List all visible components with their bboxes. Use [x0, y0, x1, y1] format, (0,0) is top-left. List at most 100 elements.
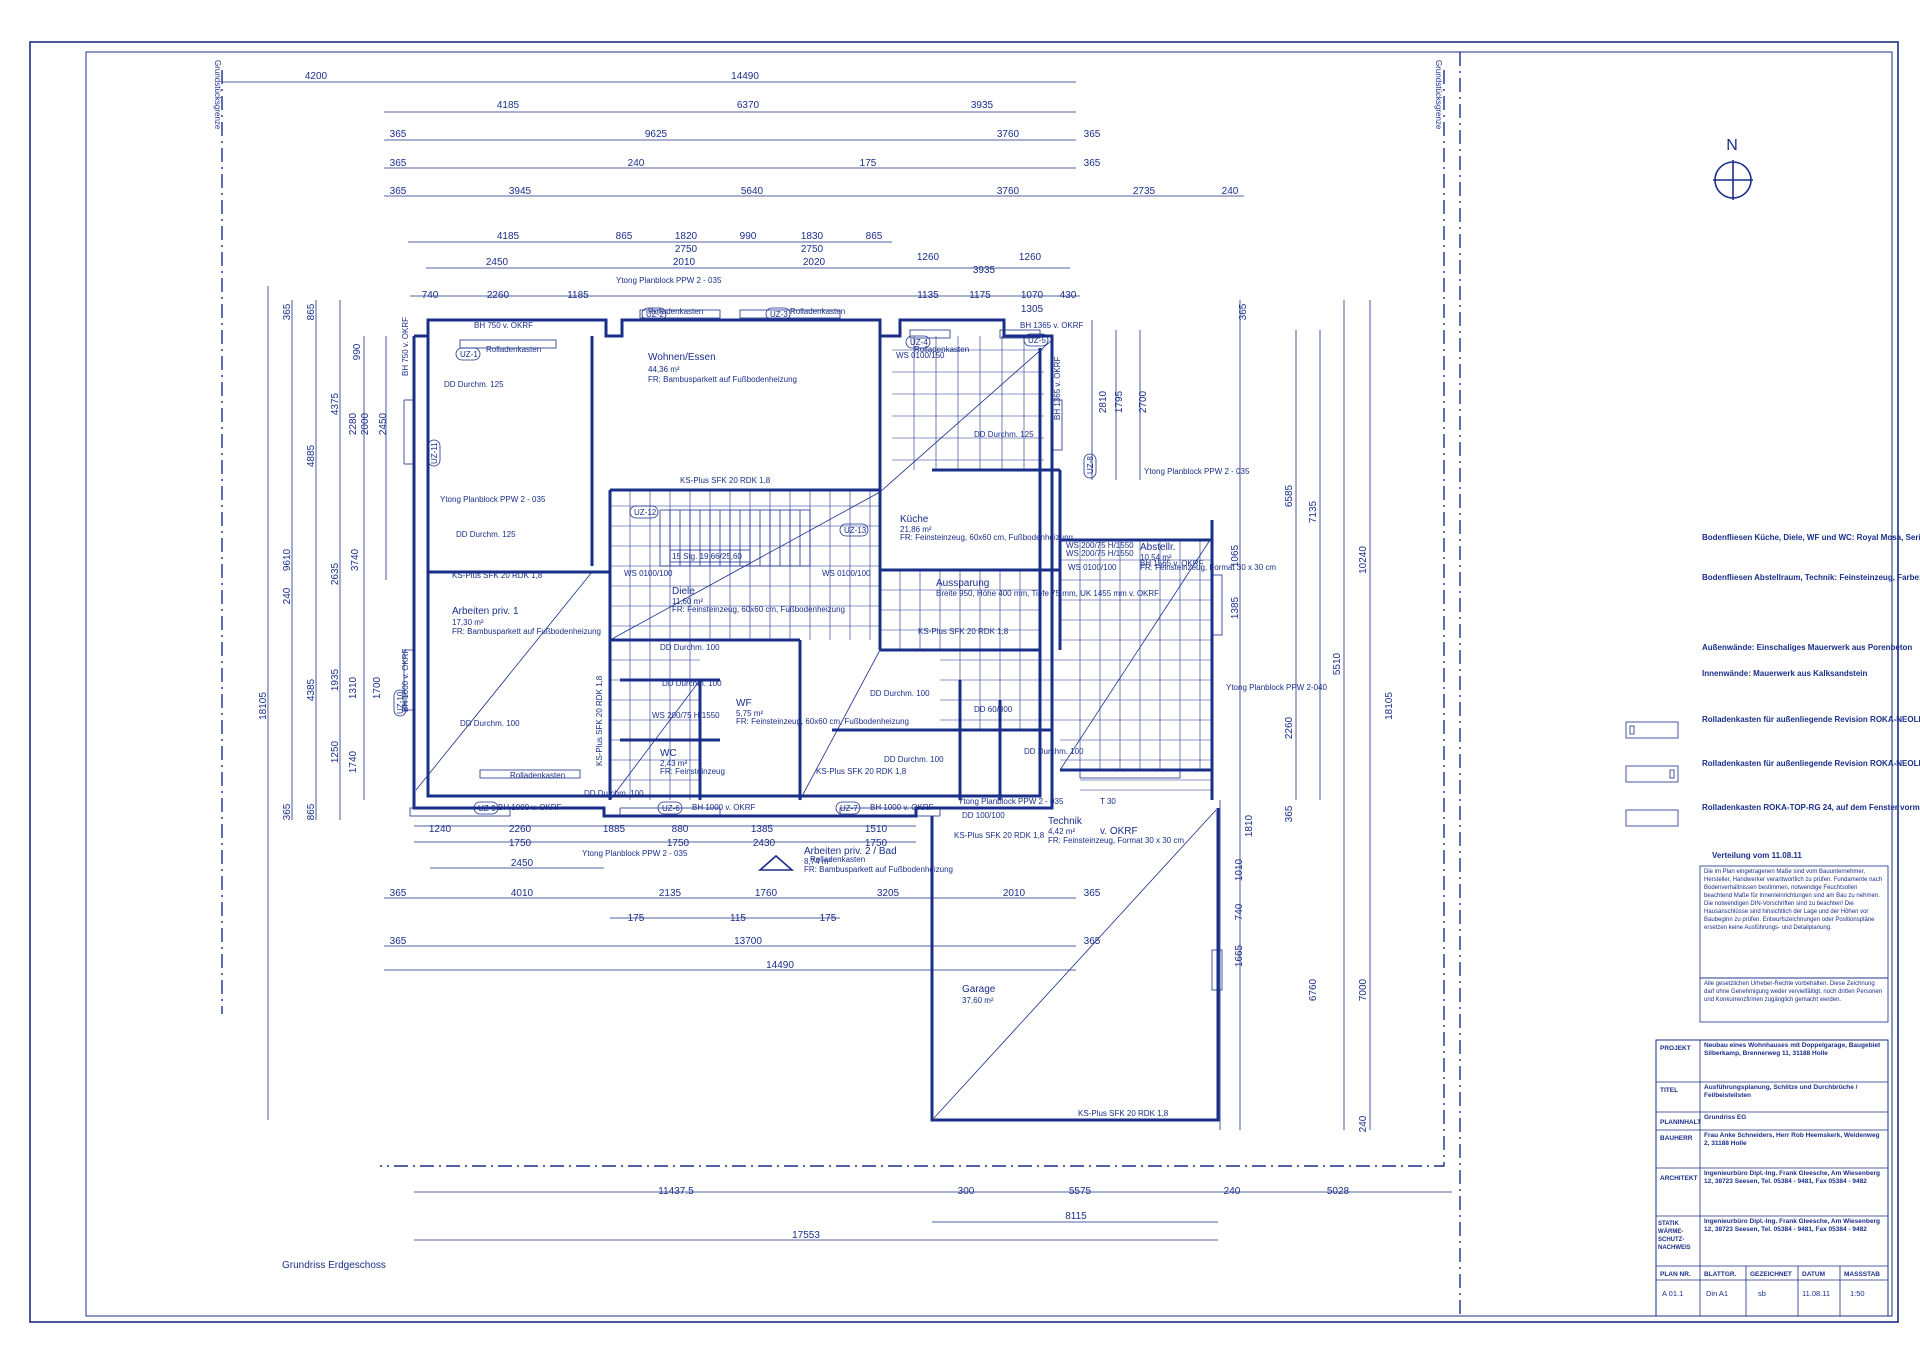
dim-s1-1: 11437.5 [658, 1186, 694, 1197]
dim-s1-2: 300 [958, 1186, 975, 1197]
tb-value-architekt: Ingenieurbüro Dipl.-Ing. Frank Gleesche,… [1704, 1170, 1880, 1185]
dim-l-5: 4885 [306, 444, 317, 467]
property-boundary: Grundstücksgrenze Grundstücksgrenze [213, 60, 1445, 1167]
dim-r6-3: 2020 [803, 257, 826, 268]
dim-r4-3: 5640 [741, 186, 764, 197]
dim-top-total: 14490 [731, 71, 759, 82]
room-arbeiten1-name: Arbeiten priv. 1 [452, 606, 519, 617]
note-ks-3: KS-Plus SFK 20 RDK 1,8 [918, 627, 1009, 636]
top-dimensions: 4200 14490 4185 6370 3935 365 9625 3760 … [222, 71, 1244, 315]
room-abstell-name: Abstellr. [1140, 542, 1176, 553]
dim-l-9: 3740 [350, 548, 361, 571]
dim-r5-5: 1830 [801, 231, 824, 242]
dim-r-15: 1010 [1234, 858, 1245, 881]
tb-value-planinhalt: Grundriss EG [1704, 1114, 1747, 1121]
note-ws-4: WS 200/75 H/1550 [1066, 541, 1134, 550]
svg-text:UZ-3: UZ-3 [770, 310, 788, 319]
room-arbeiten2-area: 8,74 m² [804, 857, 831, 866]
dim-r-13: 1065 [1230, 544, 1241, 567]
legend-flooring-2: Bodenfliesen Abstellraum, Technik: Feins… [1702, 573, 1920, 582]
dim-l-17: 1740 [348, 750, 359, 773]
dim-r-9: 2260 [1284, 716, 1295, 739]
dim-b1-4: 880 [672, 824, 689, 835]
dim-r7-3: 1185 [567, 290, 589, 301]
note-dd100: DD 100/100 [962, 811, 1005, 820]
note-bh-4: BH 1365 v. OKRF [1053, 356, 1062, 420]
note-dd-8: DD Durchm. 100 [870, 689, 930, 698]
note-ytong-2: Ytong Planblock PPW 2 - 035 [440, 495, 546, 504]
note-dd-2: DD Durchm. 125 [456, 530, 516, 539]
dim-s1-5: 5028 [1327, 1186, 1350, 1197]
note-bh-5: BH 1000 v. OKRF [498, 803, 562, 812]
svg-text:UZ-11: UZ-11 [430, 442, 439, 464]
note-dd-6: DD Durchm. 100 [660, 643, 720, 652]
note-ws-6: WS 200/75 H/1550 [1066, 549, 1134, 558]
note-ytong-3: Ytong Planblock PPW 2 - 035 [582, 849, 688, 858]
dim-b4-3: 2135 [659, 888, 682, 899]
room-garage-area: 37,60 m² [962, 996, 994, 1005]
room-wc-floor: FR: Feinsteinzeug [660, 767, 725, 776]
room-diele-area: 11,60 m² [672, 597, 703, 606]
dim-r6-1: 2450 [486, 257, 509, 268]
note-bh1565: BH 1565 v. OKRF [1140, 559, 1204, 568]
legend-shutter-2: Rolladenkasten für außenliegende Revisio… [1702, 759, 1920, 768]
dim-r5b-2: 2750 [801, 244, 824, 255]
dim-s1-4: 240 [1224, 1186, 1241, 1197]
note-okrf: v. OKRF [1100, 826, 1138, 837]
svg-text:UZ-5: UZ-5 [1028, 336, 1046, 345]
dim-b5-3: 175 [820, 913, 837, 924]
dim-r-10: 18105 [1384, 692, 1395, 720]
room-labels: Wohnen/Essen 44,36 m² FR: Bambusparkett … [452, 352, 1276, 1005]
room-wc-area: 2,43 m² [660, 759, 687, 768]
tb-value-bauherr: Frau Anke Schneiders, Herr Rob Heemskerk… [1704, 1132, 1880, 1147]
dim-r5b-1: 2750 [675, 244, 698, 255]
uz-marker: UZ-6 [657, 801, 683, 815]
note-rolladen-4: Rolladenkasten [914, 345, 969, 354]
stair: 15 Stg. 19,66/25,60 [659, 509, 811, 567]
note-ws-2: WS 0100/100 [822, 569, 871, 578]
note-rolladen-1: Rolladenkasten [486, 345, 541, 354]
annotations: Ytong Planblock PPW 2 - 035 Ytong Planbl… [401, 276, 1327, 1118]
legend-shutter-1: Rolladenkasten für außenliegende Revisio… [1702, 715, 1920, 724]
shutter-symbol-1 [1625, 721, 1679, 739]
dim-l-1: 365 [282, 303, 293, 320]
note-ytong-5: Ytong Planblock PPW 2 - 035 [958, 797, 1064, 806]
dim-r5-1: 4185 [497, 231, 520, 242]
dim-l-6: 2280 [348, 412, 359, 435]
dim-b4-7: 365 [1084, 888, 1101, 899]
dim-r4-1: 365 [390, 186, 407, 197]
svg-text:UZ-9: UZ-9 [478, 804, 496, 813]
dim-s1-3: 5575 [1069, 1186, 1092, 1197]
dim-r4-6: 240 [1222, 186, 1239, 197]
dim-top-left: 4200 [305, 71, 328, 82]
uz-marker: UZ-5 [1023, 333, 1049, 347]
dim-l-15: 1310 [348, 676, 359, 699]
room-arbeiten1-area: 17,30 m² [452, 618, 484, 627]
north-label: N [1726, 137, 1738, 154]
tb-h-gezeichnet: GEZEICHNET [1750, 1271, 1792, 1278]
dim-r6-4: 1260 [917, 252, 940, 263]
note-dd-10: DD Durchm. 100 [1024, 747, 1084, 756]
dim-s3-1: 17553 [792, 1230, 820, 1241]
room-kueche-area: 21,86 m² [900, 525, 932, 534]
room-garage-name: Garage [962, 984, 996, 995]
dim-b1-2: 2260 [509, 824, 532, 835]
dim-r2-2: 9625 [645, 129, 668, 140]
uz-marker: UZ-10 [393, 689, 407, 717]
dim-b4-2: 4010 [511, 888, 534, 899]
dim-r1-3: 3935 [971, 100, 994, 111]
dim-r7-8: 1305 [1021, 304, 1044, 315]
dim-s2-1: 8115 [1065, 1211, 1087, 1222]
tb-h-plannr: PLAN NR. [1660, 1271, 1691, 1278]
uz-marker: UZ-9 [473, 801, 499, 815]
dim-l-18: 18105 [258, 692, 269, 720]
copyright-text: Alle gesetzlichen Urheber-Rechte vorbeha… [1704, 981, 1883, 1003]
note-ks-2: KS-Plus SFK 20 RDK 1,8 [452, 571, 543, 580]
dim-r6-5: 3935 [973, 265, 996, 276]
dim-r-17: 740 [1234, 903, 1245, 920]
note-ytong-1: Ytong Planblock PPW 2 - 035 [616, 276, 722, 285]
legend-flooring-1: Bodenfliesen Küche, Diele, WF und WC: Ro… [1702, 533, 1920, 542]
dim-l-20: 865 [306, 803, 317, 820]
entrance-triangle-icon [757, 854, 795, 871]
